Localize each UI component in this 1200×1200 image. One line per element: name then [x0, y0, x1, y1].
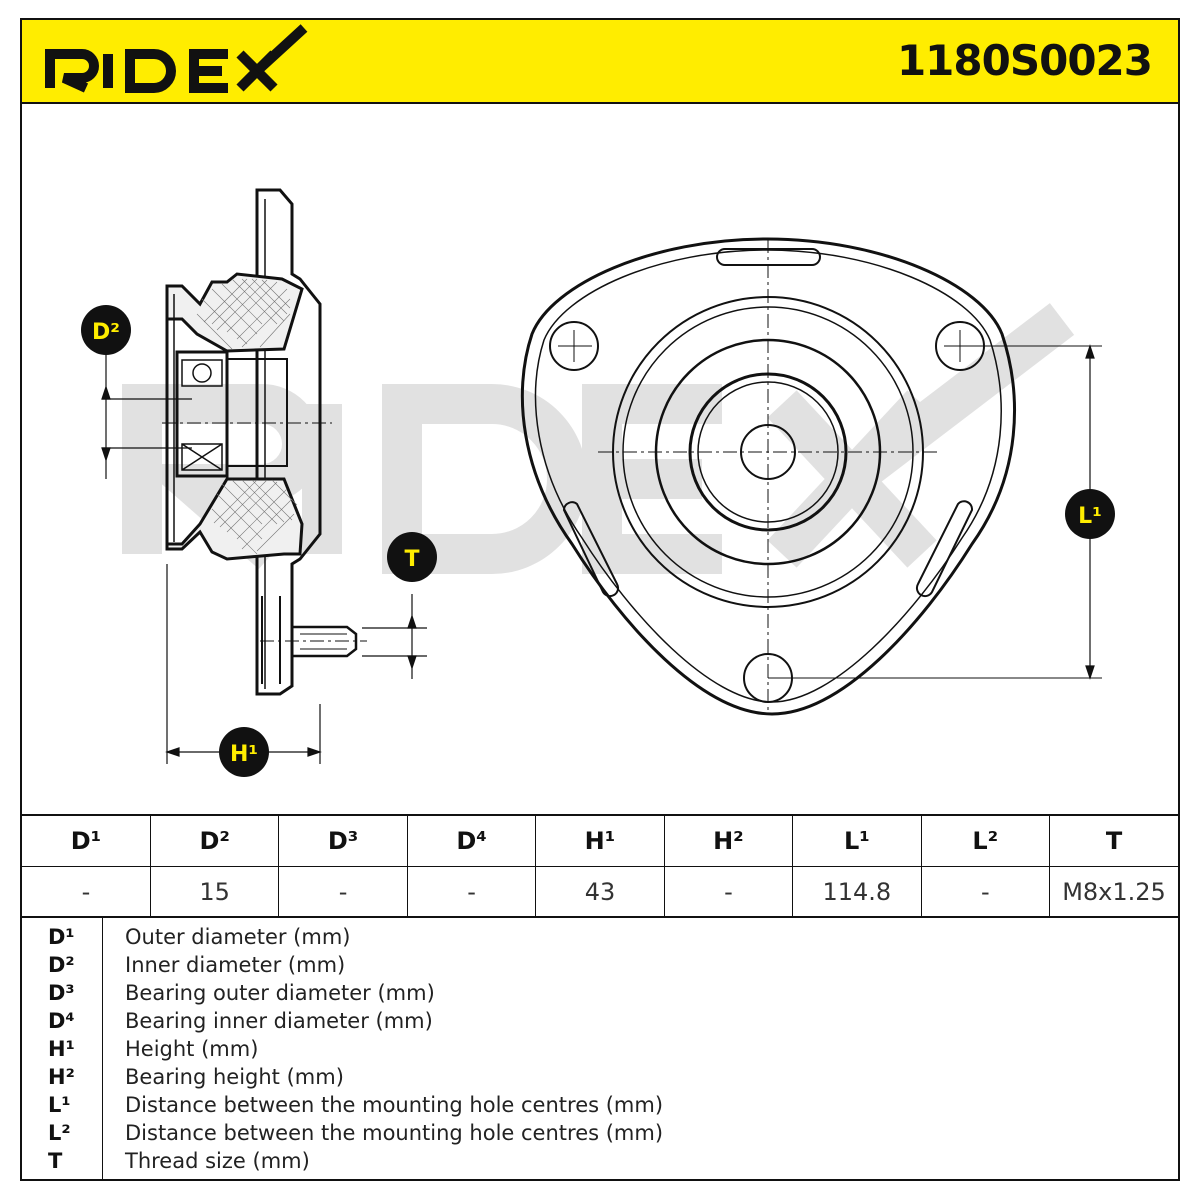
- header-bar: 1180S0023: [22, 20, 1178, 104]
- legend: D¹ Outer diameter (mm) D² Inner diameter…: [22, 916, 1178, 1179]
- legend-row: D⁴ Bearing inner diameter (mm): [22, 1007, 1178, 1035]
- brand-logo: [45, 24, 308, 93]
- legend-divider: [102, 916, 103, 1179]
- svg-text:D²: D²: [92, 320, 120, 345]
- spec-header-cell: L²: [920, 814, 1051, 867]
- legend-desc: Bearing outer diameter (mm): [125, 981, 435, 1005]
- legend-desc: Thread size (mm): [125, 1149, 310, 1173]
- legend-desc: Distance between the mounting hole centr…: [125, 1121, 664, 1145]
- svg-text:T: T: [404, 547, 419, 572]
- side-view: [162, 188, 367, 696]
- legend-desc: Distance between the mounting hole centr…: [125, 1093, 664, 1117]
- spec-value-cell: -: [22, 866, 151, 918]
- spec-header-cell: D¹: [22, 814, 151, 867]
- legend-row: D² Inner diameter (mm): [22, 951, 1178, 979]
- legend-key: D¹: [48, 925, 75, 949]
- legend-key: L¹: [48, 1093, 71, 1117]
- legend-row: D¹ Outer diameter (mm): [22, 923, 1178, 951]
- spec-header-row: D¹ D² D³ D⁴ H¹ H² L¹ L² T: [22, 814, 1178, 867]
- legend-key: D³: [48, 981, 75, 1005]
- legend-row: L¹ Distance between the mounting hole ce…: [22, 1091, 1178, 1119]
- spec-header-cell: D²: [149, 814, 280, 867]
- spec-value-cell: 43: [535, 866, 665, 918]
- spec-header-cell: H¹: [535, 814, 665, 867]
- spec-value-row: - 15 - - 43 - 114.8 - M8x1.25: [22, 866, 1178, 918]
- legend-key: T: [48, 1149, 63, 1173]
- svg-text:H¹: H¹: [230, 742, 258, 767]
- top-view: [520, 237, 1102, 716]
- spec-value-cell: -: [663, 866, 794, 918]
- svg-text:L¹: L¹: [1078, 504, 1102, 529]
- callout-h1: H¹: [219, 727, 269, 777]
- spec-value-cell: 15: [149, 866, 280, 918]
- spec-value-cell: -: [278, 866, 408, 918]
- legend-row: T Thread size (mm): [22, 1147, 1178, 1175]
- legend-key: H²: [48, 1065, 75, 1089]
- legend-row: H¹ Height (mm): [22, 1035, 1178, 1063]
- spec-value-cell: -: [406, 866, 537, 918]
- legend-row: L² Distance between the mounting hole ce…: [22, 1119, 1178, 1147]
- technical-drawing: D² T H¹ L¹: [81, 188, 1115, 777]
- part-number: 1180S0023: [896, 36, 1153, 85]
- legend-row: D³ Bearing outer diameter (mm): [22, 979, 1178, 1007]
- legend-desc: Outer diameter (mm): [125, 925, 351, 949]
- legend-row: H² Bearing height (mm): [22, 1063, 1178, 1091]
- legend-desc: Bearing height (mm): [125, 1065, 344, 1089]
- legend-key: D⁴: [48, 1009, 75, 1033]
- callout-l1: L¹: [1065, 489, 1115, 539]
- spec-value-cell: 114.8: [792, 866, 922, 918]
- spec-header-cell: L¹: [792, 814, 922, 867]
- spec-value-cell: -: [920, 866, 1051, 918]
- spec-header-cell: H²: [663, 814, 794, 867]
- legend-desc: Height (mm): [125, 1037, 259, 1061]
- spec-value-cell: M8x1.25: [1049, 866, 1178, 918]
- spec-header-cell: T: [1049, 814, 1178, 867]
- spec-table: D¹ D² D³ D⁴ H¹ H² L¹ L² T - 15 - - 43 - …: [22, 814, 1178, 918]
- spec-header-cell: D⁴: [406, 814, 537, 867]
- legend-key: L²: [48, 1121, 71, 1145]
- callout-t: T: [387, 532, 437, 582]
- spec-sheet: 1180S0023: [20, 18, 1180, 1181]
- legend-key: H¹: [48, 1037, 75, 1061]
- spec-header-cell: D³: [278, 814, 408, 867]
- legend-desc: Inner diameter (mm): [125, 953, 346, 977]
- callout-d2: D²: [81, 305, 131, 355]
- legend-desc: Bearing inner diameter (mm): [125, 1009, 433, 1033]
- legend-key: D²: [48, 953, 75, 977]
